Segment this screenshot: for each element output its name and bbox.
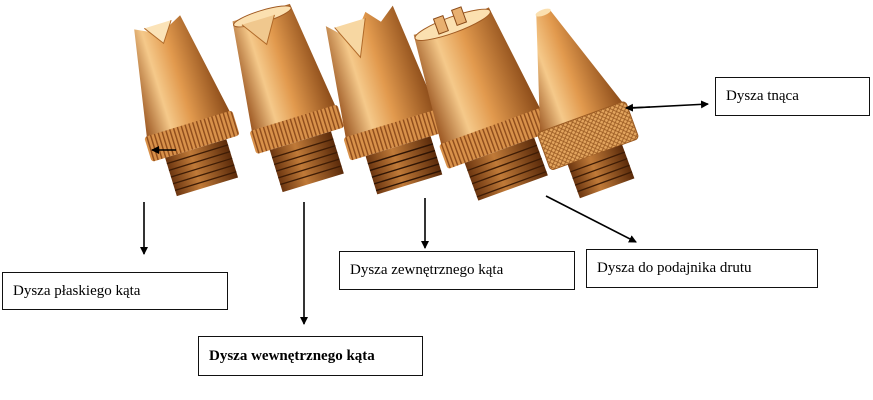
label-flat-angle: Dysza płaskiego kąta (2, 272, 228, 310)
label-cutting: Dysza tnąca (715, 77, 870, 116)
nozzle-inner-angle (232, 3, 344, 193)
label-outer-angle: Dysza zewnętrznego kąta (339, 251, 575, 290)
nozzle-flat-angle (134, 15, 239, 197)
nozzle-wire-feeder (413, 6, 551, 201)
nozzle-cutting (535, 8, 639, 199)
label-inner-angle: Dysza wewnętrznego kąta (198, 336, 423, 376)
arrows (140, 100, 709, 325)
label-wire-feeder: Dysza do podajnika drutu (586, 249, 818, 288)
arrow-cutting-left (625, 103, 651, 112)
arrow-wire-diag (545, 195, 637, 243)
nozzle-outer-angle (325, 5, 446, 195)
